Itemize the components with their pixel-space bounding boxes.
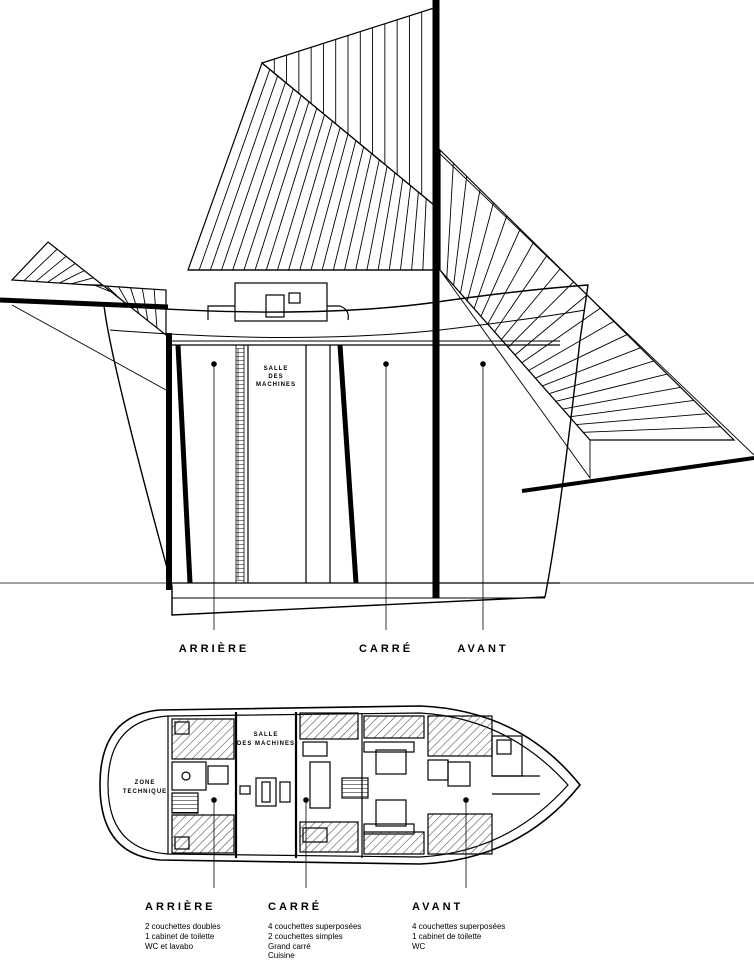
- sail-stripe: [569, 400, 694, 418]
- sail-stripe: [232, 88, 294, 271]
- sail-stripe: [480, 228, 521, 317]
- deckhouse: [188, 269, 434, 322]
- sail-stripe: [446, 163, 454, 278]
- side-engine-label-2: DES: [268, 374, 283, 380]
- sail-stripe: [209, 75, 279, 271]
- avant-line-3: WC: [412, 942, 426, 951]
- sail-stripe: [221, 82, 286, 271]
- side-label-avant: AVANT: [457, 643, 508, 655]
- sail-stripe: [583, 426, 721, 433]
- sail-stripe: [460, 189, 481, 294]
- sail-stripe: [501, 268, 561, 340]
- sail-stripe: [47, 263, 76, 283]
- bowsprit: [521, 456, 754, 493]
- mizzen-sail: [10, 241, 167, 337]
- sail-stripe: [453, 176, 468, 286]
- sail-stripe: [487, 242, 534, 325]
- plan-markers: [211, 797, 469, 888]
- sail-stripe: [494, 255, 548, 333]
- avant-line-2: 1 cabinet de toilette: [412, 932, 482, 941]
- sail-stripe: [265, 108, 318, 271]
- sail-stripe: [548, 360, 654, 395]
- side-label-carre: CARRÉ: [359, 642, 413, 655]
- sail-stripe: [288, 120, 333, 271]
- plan-engine-label-2: DES MACHINES: [237, 741, 295, 747]
- sail-stripe: [473, 215, 508, 309]
- sail-stripe: [198, 69, 271, 271]
- sail-stripe: [299, 127, 341, 271]
- side-engine-label-1: SALLE: [264, 366, 289, 372]
- interior: [172, 344, 560, 584]
- deck-plan: [99, 705, 582, 865]
- sail-stripe: [422, 198, 427, 271]
- sail-stripe: [94, 284, 112, 293]
- zone-label-1: ZONE: [135, 780, 156, 786]
- sail-stripe: [542, 347, 641, 387]
- carre-line-1: 4 couchettes superposées: [268, 922, 361, 931]
- sail-stripe: [344, 153, 372, 271]
- sail-stripe: [562, 386, 681, 410]
- sail-stripe: [355, 159, 380, 271]
- carre-line-3: Grand carré: [268, 942, 311, 951]
- sail-stripe: [411, 192, 419, 271]
- sail-stripe: [332, 146, 365, 271]
- sail-stripe: [466, 202, 494, 302]
- side-label-arriere: ARRIÈRE: [179, 642, 250, 655]
- zone-label-2: TECHNIQUE: [123, 789, 167, 795]
- sail-stripe: [310, 133, 349, 271]
- avant-line-1: 4 couchettes superposées: [412, 922, 505, 931]
- sail-stripe: [106, 285, 121, 300]
- sail-stripe: [507, 281, 574, 348]
- hull: [103, 284, 589, 616]
- sail-stripe: [528, 320, 614, 371]
- side-engine-label-3: MACHINES: [256, 382, 296, 388]
- sail-stripe: [35, 255, 67, 282]
- arriere-line-3: WC et lavabo: [145, 942, 194, 951]
- plan-engine-label-1: SALLE: [254, 732, 279, 738]
- sail-stripe: [23, 248, 58, 282]
- side-view: [0, 0, 754, 630]
- sail-stripe: [59, 270, 85, 284]
- main-sail: [187, 61, 435, 271]
- mizzen-boom: [0, 297, 169, 310]
- sail-stripe: [130, 287, 140, 314]
- sail-stripe: [321, 140, 357, 271]
- sail-stripe: [377, 172, 396, 271]
- sail-stripe: [71, 277, 94, 285]
- sail-stripe: [521, 307, 601, 364]
- sail-stripe: [243, 95, 302, 271]
- sail-stripe: [388, 179, 404, 271]
- carre-line-2: 2 couchettes simples: [268, 932, 343, 941]
- sail-stripe: [254, 101, 310, 271]
- side-markers: [211, 361, 486, 630]
- sail-stripe: [555, 373, 668, 402]
- plan-label-carre: CARRÉ: [268, 900, 322, 913]
- plan-label-avant: AVANT: [412, 901, 463, 913]
- arriere-line-2: 1 cabinet de toilette: [145, 932, 215, 941]
- plan-hull-outer: [99, 705, 582, 865]
- arriere-line-1: 2 couchettes doubles: [145, 922, 221, 931]
- carre-line-4: Cuisine: [268, 951, 295, 960]
- plan-label-arriere: ARRIÈRE: [145, 900, 216, 913]
- sail-stripe: [366, 166, 388, 271]
- sail-stripe: [277, 114, 325, 271]
- staysail: [439, 269, 591, 480]
- sail-stripe: [400, 185, 411, 271]
- sail-stripe: [576, 413, 708, 425]
- sail-stripe: [535, 334, 628, 379]
